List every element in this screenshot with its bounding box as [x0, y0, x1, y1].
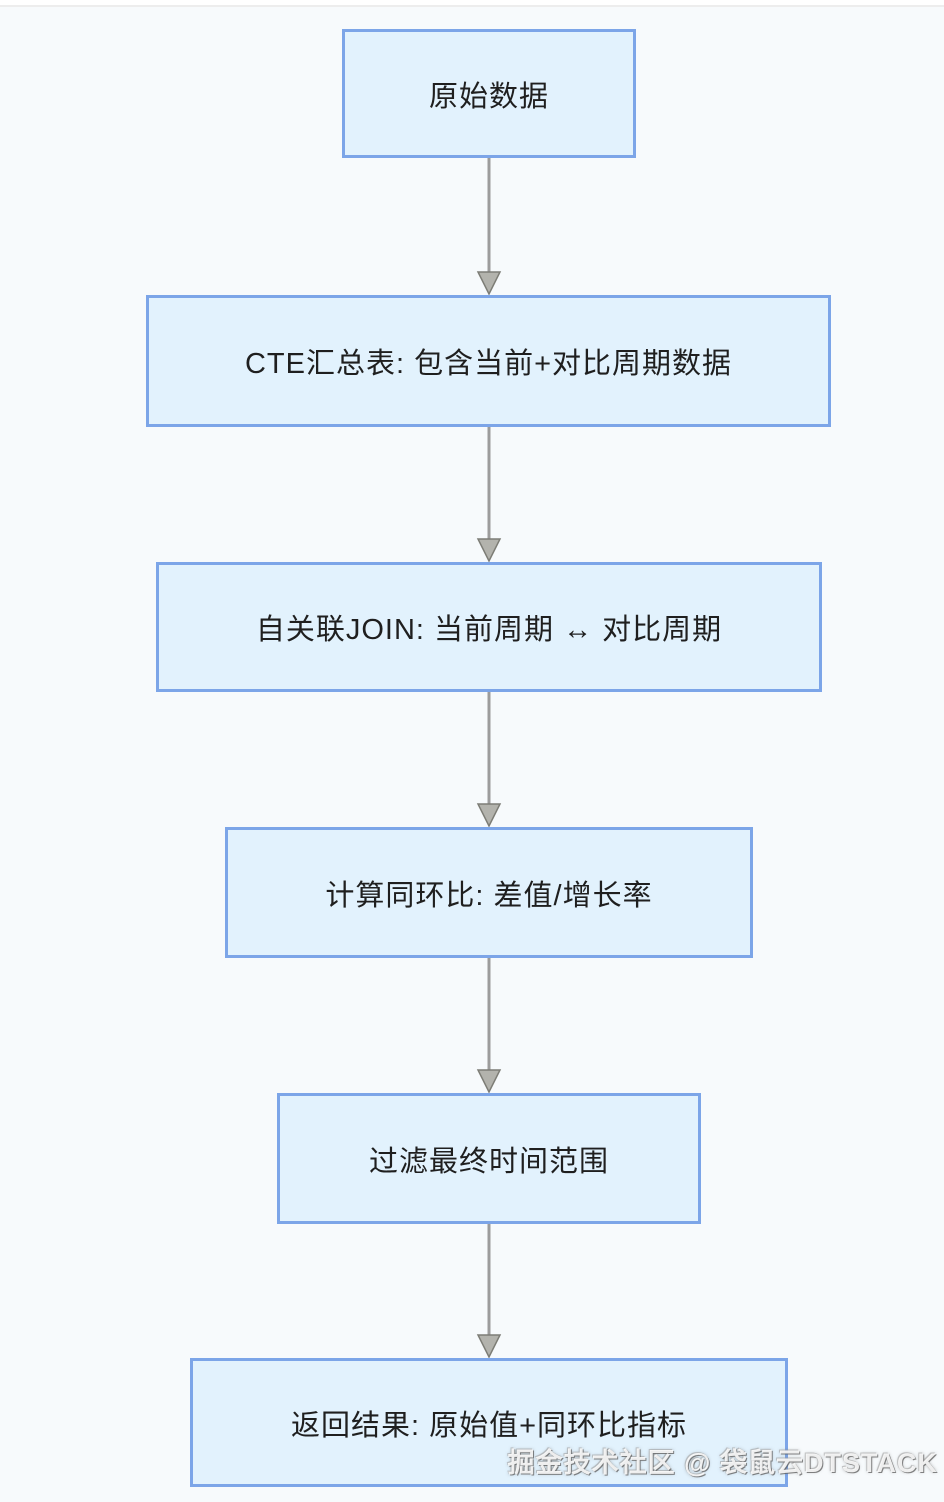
flow-node-label: 原始数据: [428, 80, 549, 113]
flow-node-compute-ratio: 计算同环比: 差值/增长率: [225, 827, 753, 958]
watermark: 掘金技术社区 @ 袋鼠云DTSTACK: [507, 1448, 938, 1478]
flow-node-label: 自关联JOIN: 当前周期 ↔ 对比周期: [255, 614, 723, 646]
flow-node-source-data: 原始数据: [342, 29, 636, 158]
flow-node-label: 过滤最终时间范围: [368, 1145, 609, 1178]
down-arrow-icon: [476, 1224, 502, 1358]
flow-node-label: 计算同环比: 差值/增长率: [325, 879, 653, 912]
down-arrow-icon: [476, 692, 502, 827]
flow-node-filter-range: 过滤最终时间范围: [277, 1093, 701, 1224]
down-arrow-icon: [476, 158, 502, 295]
down-arrow-icon: [476, 958, 502, 1093]
flow-node-label: CTE汇总表: 包含当前+对比周期数据: [244, 348, 733, 380]
flow-node-self-join: 自关联JOIN: 当前周期 ↔ 对比周期: [156, 562, 822, 692]
top-edge-strip: [0, 0, 944, 7]
flow-node-cte-summary: CTE汇总表: 包含当前+对比周期数据: [146, 295, 831, 427]
flow-node-label: 返回结果: 原始值+同环比指标: [290, 1409, 688, 1442]
down-arrow-icon: [476, 427, 502, 562]
flow-node-return-result: 返回结果: 原始值+同环比指标: [190, 1358, 788, 1487]
